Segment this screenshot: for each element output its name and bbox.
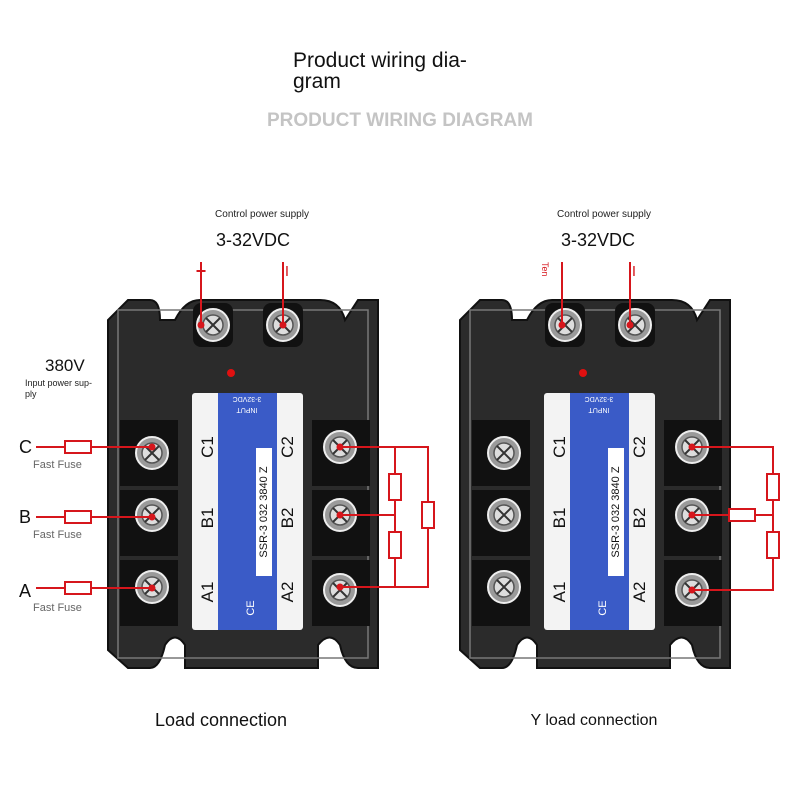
label-panel-2: 3-32VDC INPUT SSR-3 032 3840 Z CE C1 B1 …	[550, 395, 649, 616]
terminal-label-b1: B1	[198, 508, 217, 529]
phase-c: C	[19, 437, 32, 457]
terminal-label-c2: C2	[630, 436, 649, 458]
load-resistor-5	[766, 531, 780, 559]
model-number: SSR-3 032 3840 Z	[610, 466, 622, 557]
terminal-label-b2: B2	[278, 508, 297, 529]
model-box	[608, 448, 624, 576]
load-wire-outer-2	[692, 446, 774, 591]
label-panel-1: 3-32VDC INPUT SSR-3 032 3840 Z CE C1 B1 …	[198, 395, 297, 616]
fuse-label-a: Fast Fuse	[33, 602, 82, 614]
load-resistor-4	[766, 473, 780, 501]
minus-sign: I	[632, 263, 636, 280]
control-label: Control power supply	[215, 209, 309, 220]
terminal-label-b1: B1	[550, 508, 569, 529]
terminal-dot	[688, 586, 696, 594]
subtitle: PRODUCT WIRING DIAGRAM	[267, 110, 533, 131]
relay-1	[107, 299, 379, 669]
terminal-screw-c1-slot	[144, 445, 160, 461]
input-text: INPUT	[588, 406, 610, 413]
control-label: Control power supply	[557, 209, 651, 220]
relay-2	[459, 299, 731, 669]
input-label-line1: Input power sup-	[25, 378, 92, 388]
terminal-label-a2: A2	[278, 582, 297, 603]
terminal-screw-a1-slot	[496, 579, 512, 595]
control-voltage: 3-32VDC	[216, 230, 290, 250]
title-line1: Product wiring dia-	[293, 49, 467, 72]
terminal-label-a1: A1	[198, 582, 217, 603]
ce-mark: CE	[597, 600, 609, 615]
terminal-dot	[558, 321, 566, 329]
input-text: INPUT	[236, 406, 258, 413]
terminal-dot	[336, 511, 344, 519]
terminal-label-a1: A1	[550, 582, 569, 603]
minus-sign: I	[285, 263, 289, 280]
terminal-dot	[688, 511, 696, 519]
phase-b: B	[19, 507, 31, 527]
terminal-dot	[336, 443, 344, 451]
terminal-dot	[279, 321, 287, 329]
load-resistor-3	[421, 501, 435, 529]
terminal-label-b2: B2	[630, 508, 649, 529]
caption: Load connection	[155, 710, 287, 730]
phase-a: A	[19, 581, 31, 601]
status-led	[579, 369, 587, 377]
load-resistor-6	[728, 508, 756, 522]
title-line2: gram	[293, 70, 341, 93]
ce-mark: CE	[245, 600, 257, 615]
relay-1-labels: Control power supply 3-32VDC + I Load co…	[155, 209, 309, 730]
terminal-dot	[688, 443, 696, 451]
terminal-label-c2: C2	[278, 436, 297, 458]
control-screw-plus-slot	[205, 317, 221, 333]
caption: Y load connection	[531, 712, 658, 729]
terminal-label-c1: C1	[550, 436, 569, 458]
fuse-c	[64, 440, 92, 454]
terminal-dot	[148, 443, 156, 451]
input-label-line2: ply	[25, 389, 37, 399]
load-resistor-2	[388, 531, 402, 559]
fuse-b	[64, 510, 92, 524]
status-led	[227, 369, 235, 377]
relay-2-labels: Control power supply 3-32VDC Ten I Y loa…	[531, 209, 658, 729]
load-resistor-1	[388, 473, 402, 501]
terminal-dot	[626, 321, 634, 329]
terminal-screw-c1-slot	[496, 445, 512, 461]
terminal-label-c1: C1	[198, 436, 217, 458]
fuse-label-b: Fast Fuse	[33, 529, 82, 541]
terminal-dot	[148, 584, 156, 592]
input-range: 3-32VDC	[585, 395, 614, 402]
input-range: 3-32VDC	[233, 395, 262, 402]
control-voltage: 3-32VDC	[561, 230, 635, 250]
plus-sign: Ten	[540, 262, 550, 277]
model-box	[256, 448, 272, 576]
terminal-dot	[197, 321, 205, 329]
model-number: SSR-3 032 3840 Z	[258, 466, 270, 557]
fuse-label-c: Fast Fuse	[33, 459, 82, 471]
fuse-a	[64, 581, 92, 595]
terminal-dot	[148, 513, 156, 521]
input-voltage: 380V	[45, 356, 85, 375]
terminal-screw-b1-slot	[496, 507, 512, 523]
terminal-dot	[336, 583, 344, 591]
terminal-label-a2: A2	[630, 582, 649, 603]
